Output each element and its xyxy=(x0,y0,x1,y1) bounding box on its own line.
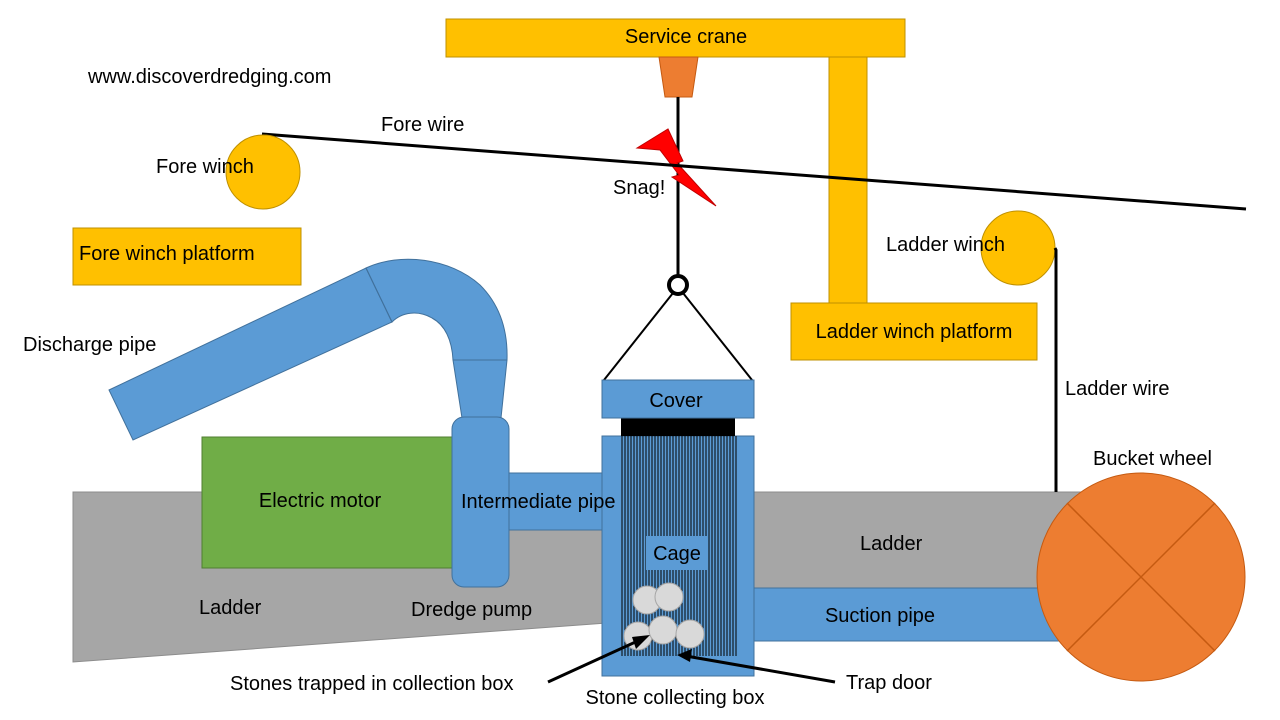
ladder-wire xyxy=(1053,247,1058,492)
ladder-winch-platform-label: Ladder winch platform xyxy=(816,321,1013,343)
snag-lightning-icon xyxy=(635,128,717,207)
stones-pointer-head xyxy=(632,635,650,649)
discharge-pipe-joint xyxy=(365,267,393,323)
stones xyxy=(623,582,705,651)
bucket-wheel-label: Bucket wheel xyxy=(1093,448,1212,470)
ladder-label-left: Ladder xyxy=(199,597,262,619)
ladder-wire-label: Ladder wire xyxy=(1065,378,1170,400)
fore-winch-platform xyxy=(72,227,302,286)
stones-trapped-label: Stones trapped in collection box xyxy=(230,673,514,695)
stones-pointer-line xyxy=(547,637,643,684)
ladder-label-right: Ladder xyxy=(860,533,923,555)
ladder-winch-label: Ladder winch xyxy=(886,234,1005,256)
trapdoor-pointer-line xyxy=(685,654,836,684)
service-crane-label: Service crane xyxy=(625,26,747,48)
crane-hook-block xyxy=(658,56,699,98)
trap-door-label: Trap door xyxy=(846,672,932,694)
fore-winch-platform-label: Fore winch platform xyxy=(79,243,255,265)
snag-label: Snag! xyxy=(613,177,665,199)
fore-wire xyxy=(261,132,1247,211)
cover-seal xyxy=(621,417,735,436)
fore-wire-label: Fore wire xyxy=(381,114,464,136)
discharge-reducer xyxy=(452,359,508,419)
cage-label-bg xyxy=(646,536,708,570)
stone xyxy=(654,582,684,612)
fore-winch xyxy=(225,134,301,210)
discharge-pipe-label: Discharge pipe xyxy=(23,334,156,356)
cover xyxy=(601,379,755,419)
cage-label: Cage xyxy=(653,543,701,565)
dredge-pump xyxy=(451,416,510,588)
service-crane-beam xyxy=(445,18,906,58)
discharge-pipe-bend xyxy=(365,258,508,361)
sling-left xyxy=(603,292,674,381)
cover-label: Cover xyxy=(649,390,703,412)
trapdoor-pointer-head xyxy=(677,649,692,662)
stone-collecting-box-label: Stone collecting box xyxy=(585,687,764,709)
stone xyxy=(675,619,705,649)
dredge-pump-label: Dredge pump xyxy=(411,599,532,621)
electric-motor xyxy=(201,436,455,569)
suction-pipe-label: Suction pipe xyxy=(825,605,935,627)
ladder-winch-platform xyxy=(790,302,1038,361)
website-url: www.discoverdredging.com xyxy=(87,66,331,88)
stone xyxy=(648,615,678,645)
intermediate-pipe-label: Intermediate pipe xyxy=(461,491,616,513)
electric-motor-label: Electric motor xyxy=(259,490,382,512)
crane-shackle xyxy=(667,274,689,296)
bucket-wheel xyxy=(1036,472,1246,682)
fore-winch-label: Fore winch xyxy=(156,156,254,178)
sling-right xyxy=(682,292,753,381)
